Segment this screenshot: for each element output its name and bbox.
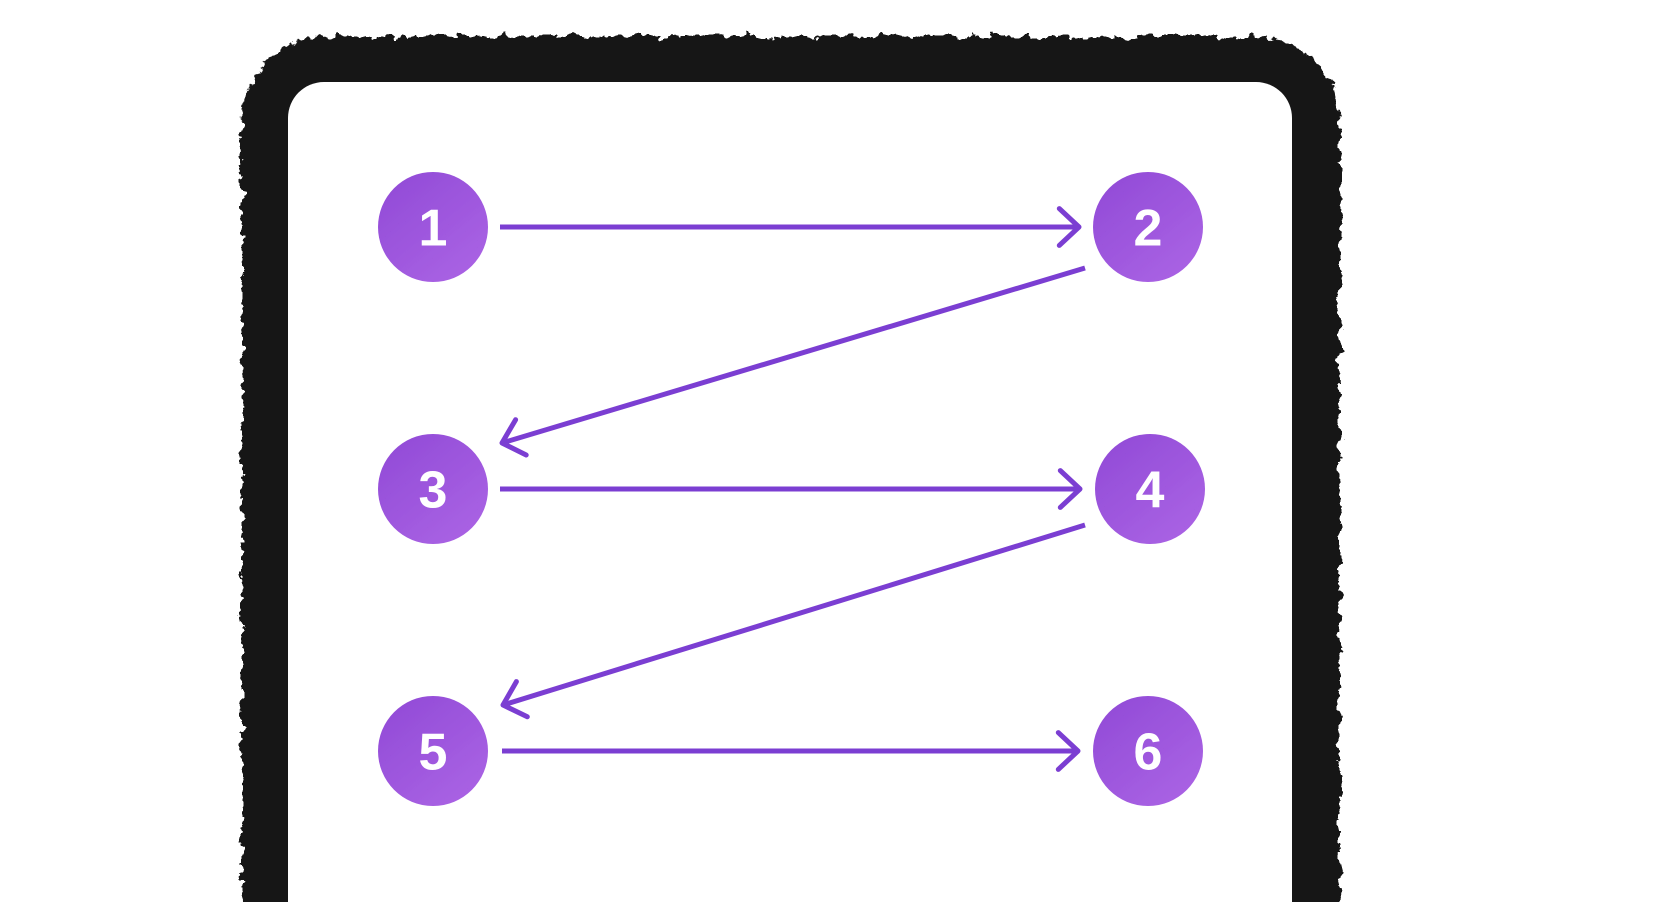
node-step-1: 1 xyxy=(378,172,488,282)
node-circle xyxy=(378,434,488,544)
node-circle xyxy=(378,696,488,806)
node-circle xyxy=(1095,434,1205,544)
edge-line xyxy=(502,522,1086,708)
node-step-4: 4 xyxy=(1095,434,1205,544)
arrowhead-icon xyxy=(500,679,530,720)
node-step-5: 5 xyxy=(378,696,488,806)
node-label: 6 xyxy=(1134,724,1163,782)
node-label: 3 xyxy=(419,462,448,520)
node-circle xyxy=(1093,172,1203,282)
node-label: 1 xyxy=(419,200,448,258)
arrowhead-icon xyxy=(1055,730,1081,772)
edge-arrow-3-4 xyxy=(500,468,1083,510)
edge-line xyxy=(501,265,1086,446)
edge-arrow-2-3 xyxy=(499,265,1086,458)
nodes-layer: 1 2 3 4 5 6 xyxy=(378,172,1205,806)
arrowhead-icon xyxy=(499,417,529,458)
node-label: 4 xyxy=(1136,462,1165,520)
node-step-6: 6 xyxy=(1093,696,1203,806)
edges-layer xyxy=(499,206,1086,772)
card xyxy=(288,82,1292,902)
arrowhead-icon xyxy=(1056,206,1082,248)
node-step-3: 3 xyxy=(378,434,488,544)
arrowhead-icon xyxy=(1057,468,1083,510)
node-label: 5 xyxy=(419,724,448,782)
edge-arrow-1-2 xyxy=(500,206,1082,248)
node-step-2: 2 xyxy=(1093,172,1203,282)
edge-arrow-4-5 xyxy=(500,522,1086,720)
node-label: 2 xyxy=(1134,200,1163,258)
edge-arrow-5-6 xyxy=(502,730,1081,772)
node-circle xyxy=(1093,696,1203,806)
node-circle xyxy=(378,172,488,282)
